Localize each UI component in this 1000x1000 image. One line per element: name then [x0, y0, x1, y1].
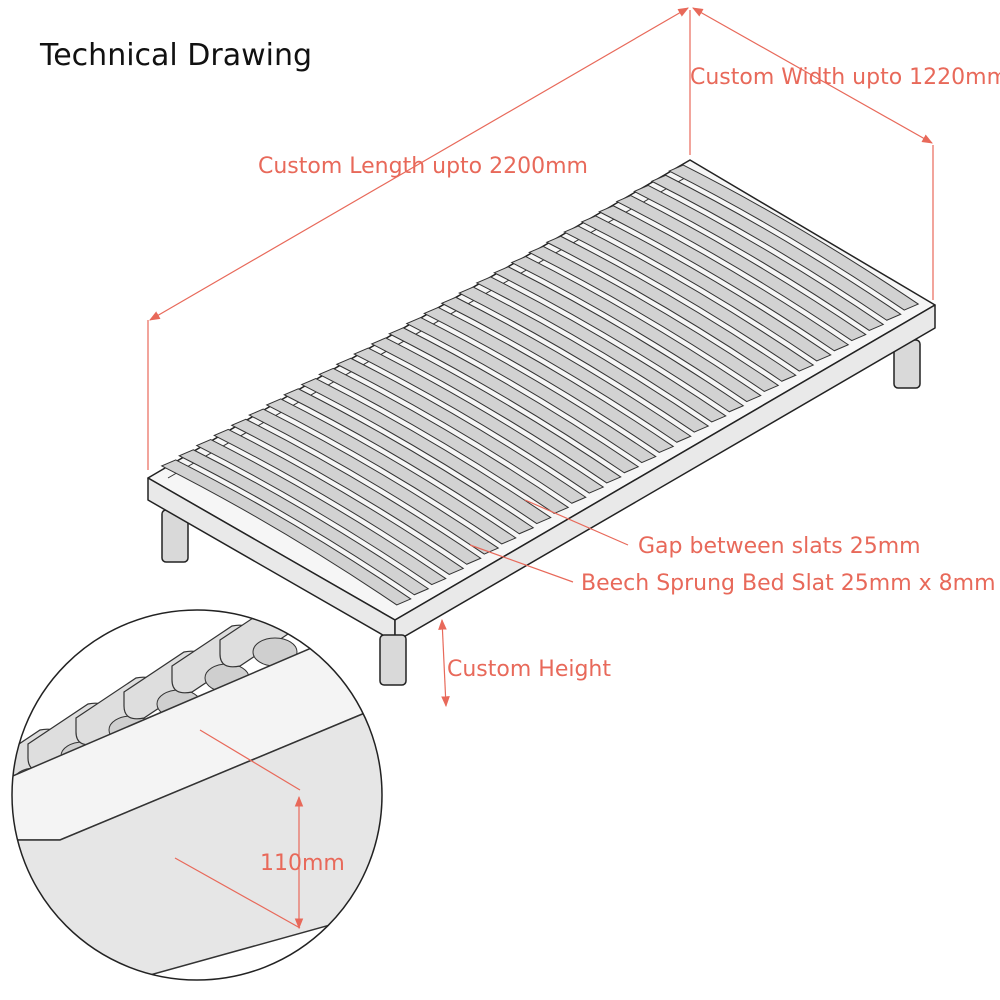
gap-leader-line	[524, 499, 629, 546]
bed-slat	[353, 347, 605, 494]
page-title: Technical Drawing	[39, 38, 312, 73]
bed-frame	[147, 159, 936, 643]
bed-slat	[178, 449, 430, 596]
bed-slat	[265, 398, 517, 545]
bed-slat	[388, 327, 640, 474]
bed-slat	[668, 164, 920, 311]
width-label: Custom Width upto 1220mm	[690, 65, 1000, 90]
bed-slat	[650, 174, 902, 321]
bed-slat	[633, 184, 885, 331]
slat-label: Beech Sprung Bed Slat 25mm x 8mm	[581, 571, 996, 596]
height-label: Custom Height	[447, 657, 611, 682]
bed-slat	[440, 296, 692, 443]
gap-label: Gap between slats 25mm	[638, 534, 921, 559]
bed-slat	[300, 378, 552, 525]
frame-depth-label: 110mm	[260, 851, 345, 876]
detail-circle-outline	[11, 609, 383, 981]
length-dimension-line	[149, 7, 689, 321]
leg-front-right	[379, 634, 407, 686]
bed-slat	[405, 317, 657, 464]
width-dimension-line	[692, 7, 933, 144]
bed-slat	[230, 418, 482, 565]
length-label: Custom Length upto 2200mm	[258, 154, 588, 179]
bed-slat	[213, 428, 465, 575]
height-dimension-line	[438, 618, 450, 708]
dimension-lines	[147, 7, 934, 708]
bed-slat	[160, 459, 412, 606]
detail-zoom-view	[11, 609, 383, 981]
bed-slat	[283, 388, 535, 535]
slat-leader-line	[469, 544, 574, 583]
bed-slat	[318, 367, 570, 514]
bed-slat	[458, 286, 710, 433]
bed-slat	[195, 439, 447, 586]
bed-slat	[370, 337, 622, 484]
bed-slat	[423, 306, 675, 453]
bed-slat	[248, 408, 500, 555]
bed-slat	[335, 357, 587, 504]
